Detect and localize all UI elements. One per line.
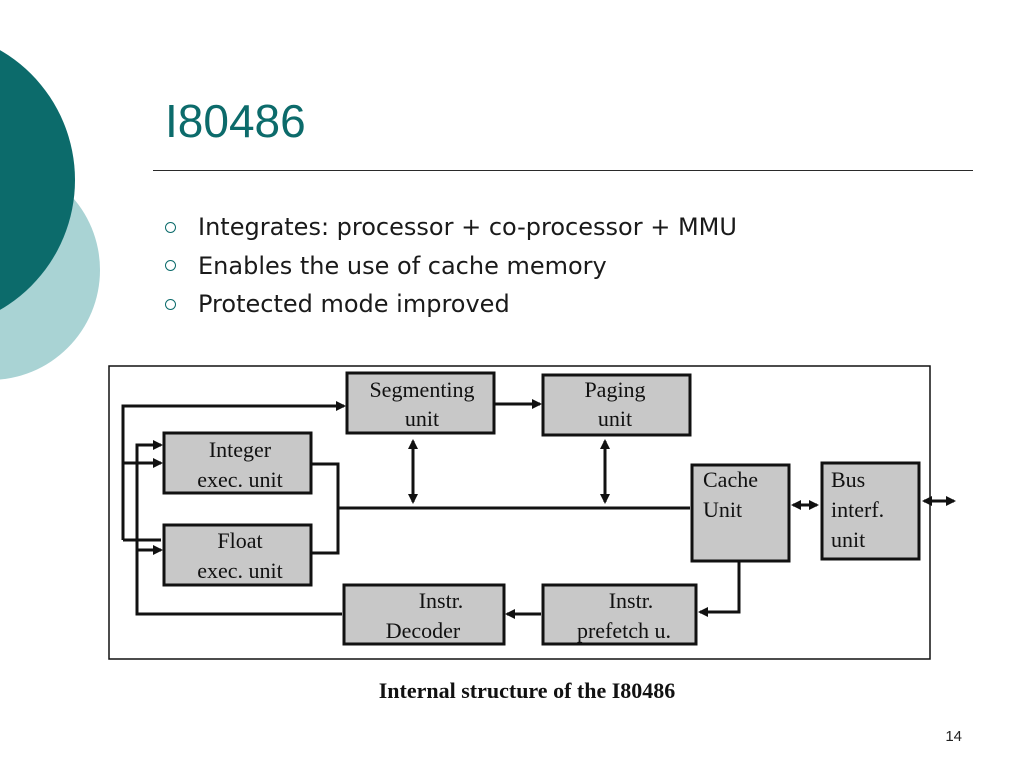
block-cache-unit: Cache Unit <box>690 463 791 563</box>
bullet-item: Enables the use of cache memory <box>165 247 737 286</box>
diagram-caption: Internal structure of the I80486 <box>378 678 676 703</box>
bullet-list: Integrates: processor + co-processor + M… <box>165 208 737 324</box>
bullet-text: Enables the use of cache memory <box>198 251 607 280</box>
block-line: Decoder <box>386 618 461 643</box>
wire-to-segmenting <box>121 401 346 540</box>
block-line: exec. unit <box>197 558 283 583</box>
block-paging-unit: Paging unit <box>541 373 692 437</box>
wire-exec-units-bus <box>312 462 340 555</box>
block-line: Instr. <box>609 588 654 613</box>
block-integer-exec-unit: Integer exec. unit <box>162 431 313 495</box>
wire-cache-to-prefetch <box>698 562 741 617</box>
title-divider <box>153 170 973 171</box>
block-line: interf. <box>831 497 884 522</box>
dark-teal-circle <box>0 50 75 310</box>
bullet-item: Protected mode improved <box>165 285 737 324</box>
block-line: Segmenting <box>369 377 474 402</box>
block-line: prefetch u. <box>577 618 671 643</box>
bullet-item: Integrates: processor + co-processor + M… <box>165 208 737 247</box>
slide-title: I80486 <box>165 95 306 147</box>
block-instr-decoder: Instr. Decoder <box>342 583 506 646</box>
block-line: Paging <box>584 377 645 402</box>
block-line: Integer <box>209 437 272 462</box>
block-line: Float <box>217 528 262 553</box>
block-bus-interface-unit: Bus interf. unit <box>820 461 921 561</box>
bullet-text: Integrates: processor + co-processor + M… <box>198 213 737 242</box>
block-line: exec. unit <box>197 467 283 492</box>
circle-bullet-icon <box>165 298 176 310</box>
block-line: Bus <box>831 467 865 492</box>
block-line: Instr. <box>419 588 464 613</box>
block-line: Cache <box>703 467 758 492</box>
circle-bullet-icon <box>165 221 176 233</box>
connections <box>121 399 956 619</box>
block-line: unit <box>598 406 632 431</box>
block-line: unit <box>831 527 865 552</box>
circle-bullet-icon <box>165 260 176 272</box>
wire-decoder-to-integer <box>135 440 342 616</box>
decorative-circles <box>0 50 100 380</box>
block-line: unit <box>405 406 439 431</box>
diagram-frame <box>108 365 931 660</box>
block-float-exec-unit: Float exec. unit <box>162 523 313 587</box>
bullet-text: Protected mode improved <box>198 290 510 319</box>
block-instr-prefetch: Instr. prefetch u. <box>541 583 698 646</box>
page-number: 14 <box>945 728 962 745</box>
block-segmenting-unit: Segmenting unit <box>345 371 496 435</box>
block-line: Unit <box>703 497 742 522</box>
